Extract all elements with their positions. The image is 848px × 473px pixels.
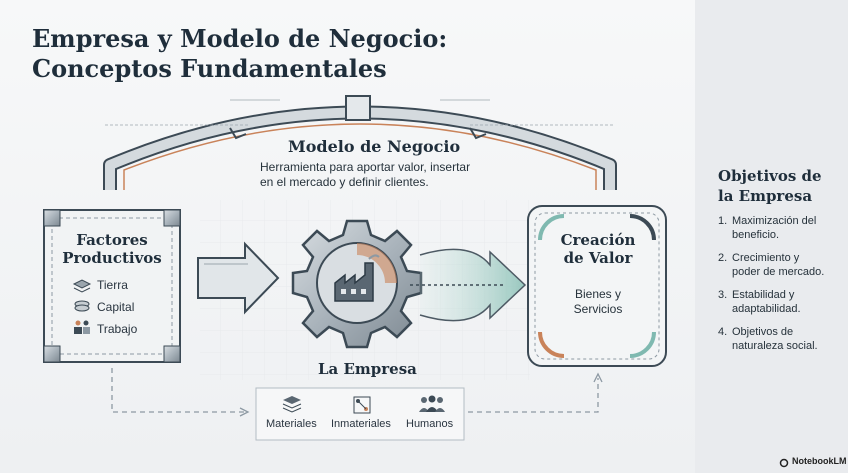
list-item: 2. Crecimiento y poder de mercado. xyxy=(718,251,838,279)
recurso-humanos: Humanos xyxy=(406,418,454,430)
creacion-body-line-1: Bienes y xyxy=(574,287,622,301)
modelo-desc-line-1: Herramienta para aportar valor, insertar xyxy=(260,160,471,174)
notebooklm-logo: NotebookLM xyxy=(780,456,847,466)
objetivo-line-2: naturaleza social. xyxy=(732,340,818,352)
list-item: 4. Objetivos de naturaleza social. xyxy=(718,325,838,353)
workers-icon xyxy=(74,320,90,334)
empresa-heading: La Empresa xyxy=(318,360,417,378)
input-arrow xyxy=(197,241,280,315)
business-model-arch xyxy=(103,95,617,190)
objetivo-line-2: adaptabilidad. xyxy=(732,303,801,315)
value-arrow xyxy=(410,248,527,322)
factor-tierra: Tierra xyxy=(97,278,128,292)
objetivo-line-2: beneficio. xyxy=(732,229,780,241)
objetivos-heading: Objetivos de la Empresa xyxy=(718,166,838,206)
objetivo-number: 3. xyxy=(718,289,728,301)
factores-frame xyxy=(43,209,181,363)
objetivo-text: Objetivos de naturaleza social. xyxy=(732,325,818,353)
layers-icon xyxy=(72,279,92,293)
factory-gear-icon xyxy=(291,219,423,349)
objetivo-text: Crecimiento y poder de mercado. xyxy=(732,251,824,279)
objetivo-text: Estabilidad y adaptabilidad. xyxy=(732,288,801,316)
coins-icon xyxy=(74,300,90,312)
objetivo-line-1: Estabilidad y xyxy=(732,289,795,301)
creacion-body-line-2: Servicios xyxy=(573,302,623,316)
creacion-heading-line-2: de Valor xyxy=(563,249,633,267)
page-title: Empresa y Modelo de Negocio: Conceptos F… xyxy=(32,24,452,84)
objetivo-text: Maximización del beneficio. xyxy=(732,214,816,242)
modelo-desc-line-2: en el mercado y definir clientes. xyxy=(260,175,429,189)
recurso-inmateriales: Inmateriales xyxy=(331,418,391,430)
factores-heading-line-1: Factores xyxy=(76,231,148,249)
recurso-materiales: Materiales xyxy=(266,418,317,430)
title-line-2: Conceptos Fundamentales xyxy=(32,54,387,83)
creacion-heading: Creación de Valor xyxy=(537,231,659,267)
logo-text: NotebookLM xyxy=(792,456,847,466)
objetivo-number: 4. xyxy=(718,326,728,338)
modelo-heading: Modelo de Negocio xyxy=(288,137,461,156)
creacion-heading-line-1: Creación xyxy=(560,231,636,249)
resources-connector-right xyxy=(468,378,599,413)
factores-heading-line-2: Productivos xyxy=(62,249,162,267)
objetivo-line-1: Maximización del xyxy=(732,215,817,227)
people-icon xyxy=(419,395,445,412)
objetivo-number: 1. xyxy=(718,215,728,227)
network-icon xyxy=(353,396,371,414)
objectives-sidebar xyxy=(695,0,848,473)
factor-capital: Capital xyxy=(97,300,135,314)
objetivo-line-2: poder de mercado. xyxy=(732,266,825,278)
factor-trabajo: Trabajo xyxy=(97,322,138,336)
notebooklm-logo-icon xyxy=(779,458,789,468)
creacion-body: Bienes y Servicios xyxy=(537,287,659,317)
factores-heading: Factores Productivos xyxy=(52,231,172,267)
list-item: 1. Maximización del beneficio. xyxy=(718,214,838,242)
objetivo-line-1: Crecimiento y xyxy=(732,252,800,264)
list-item: 3. Estabilidad y adaptabilidad. xyxy=(718,288,838,316)
objetivos-list: 1. Maximización del beneficio. 2. Crecimi… xyxy=(718,214,838,362)
creacion-frame xyxy=(527,205,667,367)
title-line-1: Empresa y Modelo de Negocio: xyxy=(32,24,448,53)
objetivos-heading-line-2: la Empresa xyxy=(718,187,813,205)
objetivo-line-1: Objetivos de xyxy=(732,326,794,338)
modelo-description: Herramienta para aportar valor, insertar… xyxy=(260,160,480,190)
objetivo-number: 2. xyxy=(718,252,728,264)
layers-icon xyxy=(282,396,302,413)
objetivos-heading-line-1: Objetivos de xyxy=(718,167,822,185)
